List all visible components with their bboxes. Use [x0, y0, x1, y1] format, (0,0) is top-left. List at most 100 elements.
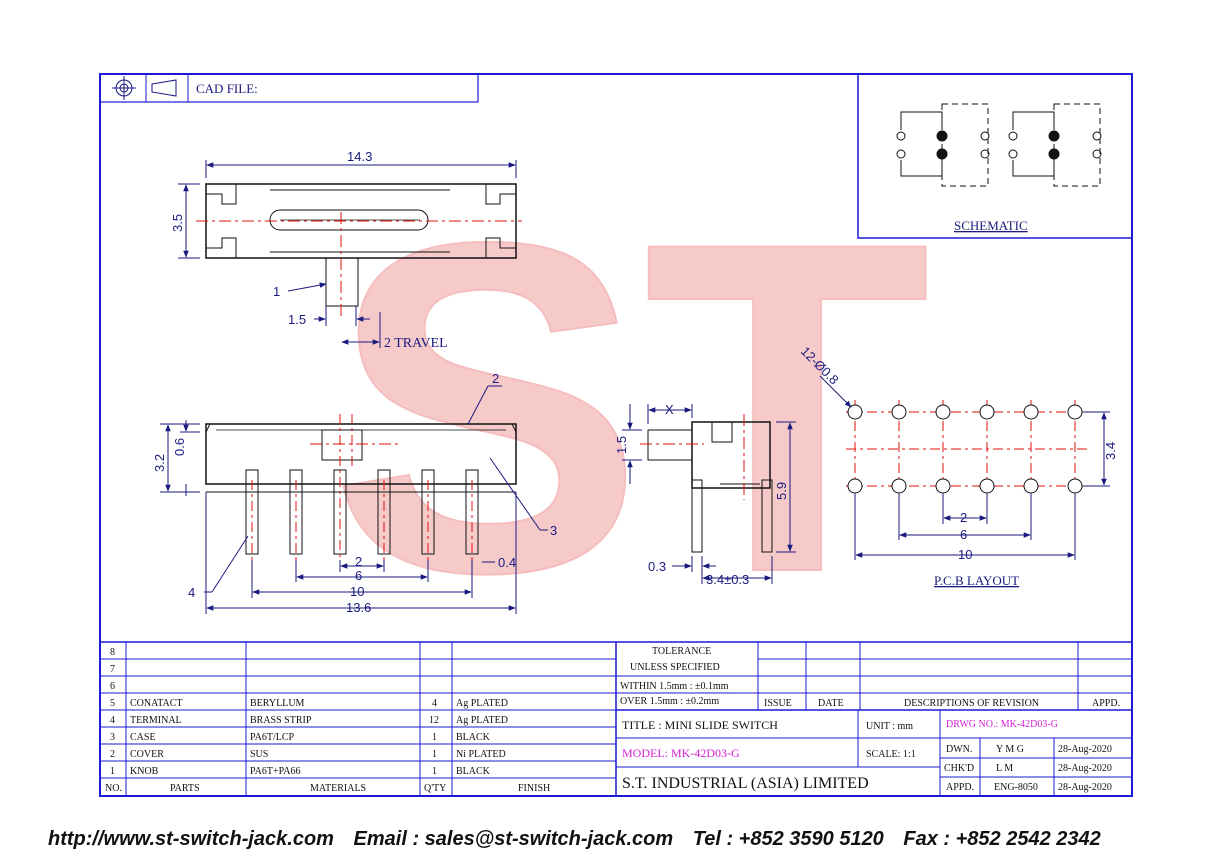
bom-material: SUS	[250, 749, 268, 760]
bom-no: 2	[110, 749, 115, 760]
bom-finish: BLACK	[456, 766, 491, 777]
front-dim-0-6: 0.6	[172, 438, 187, 456]
schematic-title: SCHEMATIC	[954, 218, 1028, 233]
bom-qty: 12	[429, 715, 439, 726]
dwn-date: 28-Aug-2020	[1058, 744, 1112, 755]
bom-part: COVER	[130, 749, 164, 760]
telephone-text: Tel : +852 3590 5120	[692, 828, 884, 850]
tolerance-within: WITHIN 1.5mm : ±0.1mm	[620, 681, 729, 692]
bom-no: 6	[110, 681, 115, 692]
bom-no: 5	[110, 698, 115, 709]
front-dim-13-6: 13.6	[346, 600, 371, 615]
front-view: 3.2 0.6 2 3 4 2 6 0.4 10 13.6	[152, 371, 557, 615]
front-dim-2: 2	[355, 554, 362, 569]
side-view: X 1.5 5.9 0.3 3.4±0.3	[614, 402, 796, 587]
bom-header-parts: PARTS	[170, 783, 200, 794]
bom-qty: 4	[432, 698, 437, 709]
side-dim-1-5: 1.5	[614, 436, 629, 454]
contact-footer: http://www.st-switch-jack.com Email : sa…	[48, 828, 1198, 851]
tolerance-over: OVER 1.5mm : ±0.2mm	[620, 696, 719, 707]
pcb-layout-title: P.C.B LAYOUT	[934, 573, 1019, 588]
top-height-dim: 3.5	[170, 214, 185, 232]
front-dim-0-4: 0.4	[498, 555, 516, 570]
bom-part: KNOB	[130, 766, 159, 777]
front-dim-6: 6	[355, 568, 362, 583]
appd-name: ENG-8050	[994, 782, 1038, 793]
bom-finish: Ag PLATED	[456, 715, 508, 726]
company-name: S.T. INDUSTRIAL (ASIA) LIMITED	[622, 775, 869, 792]
pcb-dim-10: 10	[958, 547, 972, 562]
bom-part: CASE	[130, 732, 156, 743]
tolerance-text: TOLERANCE UNLESS SPECIFIED WITHIN 1.5mm …	[620, 646, 1120, 709]
pcb-dim-2: 2	[960, 510, 967, 525]
bom-no: 7	[110, 664, 115, 675]
bom-no: 1	[110, 766, 115, 777]
top-width-dim: 14.3	[347, 149, 372, 164]
scale-label: SCALE: 1:1	[866, 749, 916, 760]
schematic-panel: SCHEMATIC	[857, 73, 1133, 239]
bom-header-qty: Q'TY	[424, 783, 446, 794]
chkd-name: L M	[996, 763, 1013, 774]
cad-file-header: CAD FILE:	[99, 73, 479, 103]
top-callout-1: 1	[273, 284, 280, 299]
bom-material: PA6T/LCP	[250, 732, 295, 743]
bom-qty: 1	[432, 766, 437, 777]
dwn-name: Y M G	[996, 744, 1024, 755]
fax-text: Fax : +852 2542 2342	[903, 828, 1101, 850]
bom-qty: 1	[432, 749, 437, 760]
bom-header-materials: MATERIALS	[310, 783, 366, 794]
side-dim-5-9: 5.9	[774, 482, 789, 500]
tolerance-title: TOLERANCE	[652, 646, 711, 657]
bom-finish: Ag PLATED	[456, 698, 508, 709]
chkd-date: 28-Aug-2020	[1058, 763, 1112, 774]
tolerance-block	[616, 642, 1132, 711]
revision-appd-header: APPD.	[1092, 698, 1120, 709]
front-callout-4: 4	[188, 585, 195, 600]
travel-label: 2 TRAVEL	[384, 336, 448, 351]
title-block-text: TITLE : MINI SLIDE SWITCH UNIT : mm DRWG…	[622, 718, 1112, 793]
bom-no: 4	[110, 715, 115, 726]
drawing-title: TITLE : MINI SLIDE SWITCH	[622, 718, 778, 732]
pcb-dim-6: 6	[960, 527, 967, 542]
model-label: MODEL: MK-42D03-G	[622, 746, 740, 760]
appd-label: APPD.	[946, 782, 974, 793]
front-dim-10: 10	[350, 584, 364, 599]
bom-finish: Ni PLATED	[456, 749, 506, 760]
revision-issue-header: ISSUE	[764, 698, 792, 709]
side-dim-0-3: 0.3	[648, 559, 666, 574]
chkd-label: CHK'D	[944, 763, 974, 774]
side-dim-x: X	[665, 402, 674, 417]
front-callout-3: 3	[550, 523, 557, 538]
drawing-number: DRWG NO.: MK-42D03-G	[946, 719, 1058, 730]
appd-date: 28-Aug-2020	[1058, 782, 1112, 793]
bom-no: 3	[110, 732, 115, 743]
unit-label: UNIT : mm	[866, 721, 913, 732]
website-link[interactable]: http://www.st-switch-jack.com	[48, 828, 334, 850]
top-view: 14.3 3.5 1 1.5 2 TRAVEL	[170, 149, 522, 351]
bom-header-finish: FINISH	[518, 783, 550, 794]
revision-date-header: DATE	[818, 698, 844, 709]
bom-finish: BLACK	[456, 732, 491, 743]
front-callout-2: 2	[492, 371, 499, 386]
bom-qty: 1	[432, 732, 437, 743]
top-dim-1-5: 1.5	[288, 312, 306, 327]
revision-description-header: DESCRIPTIONS OF REVISION	[904, 698, 1039, 709]
email-link[interactable]: Email : sales@st-switch-jack.com	[353, 828, 674, 850]
tolerance-subtitle: UNLESS SPECIFIED	[630, 662, 720, 673]
cad-file-label: CAD FILE:	[196, 81, 258, 96]
bom-material: BRASS STRIP	[250, 715, 312, 726]
bom-material: PA6T+PA66	[250, 766, 300, 777]
bom-table	[100, 641, 1132, 796]
pcb-dim-3-4: 3.4	[1103, 442, 1118, 460]
front-dim-3-2: 3.2	[152, 454, 167, 472]
bom-rows: 8 7 6 5 CONATACT BERYLLUM 4 Ag PLATED 4 …	[105, 647, 550, 794]
bom-no: 8	[110, 647, 115, 658]
dwn-label: DWN.	[946, 744, 972, 755]
bom-material: BERYLLUM	[250, 698, 305, 709]
bom-part: CONATACT	[130, 698, 183, 709]
projection-symbol-icon	[112, 76, 177, 100]
bom-part: TERMINAL	[130, 715, 182, 726]
bom-header-no: NO.	[105, 783, 122, 794]
side-dim-3-4: 3.4±0.3	[706, 572, 749, 587]
